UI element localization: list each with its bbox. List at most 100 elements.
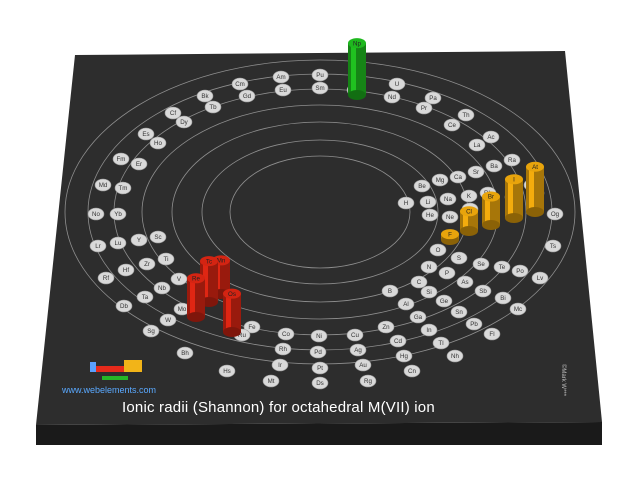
element-label: B — [388, 288, 392, 295]
element-label: Lu — [115, 240, 122, 247]
element-label: Y — [137, 237, 141, 244]
element-ball-po: Po — [511, 264, 529, 278]
element-ball-fl: Fl — [483, 327, 501, 341]
element-ball-ti: Ti — [157, 252, 175, 266]
bar-at: At — [526, 161, 544, 217]
element-label: Mc — [514, 306, 522, 313]
element-ball-au: Au — [354, 358, 372, 372]
element-ball-bi: Bi — [494, 291, 512, 305]
element-ball-yb: Yb — [109, 207, 127, 221]
element-ball-tb: Tb — [204, 100, 222, 114]
element-label: Se — [477, 261, 485, 268]
element-ball-p: P — [438, 266, 456, 280]
element-ball-pa: Pa — [424, 91, 442, 105]
element-ball-ho: Ho — [149, 136, 167, 150]
element-ball-bk: Bk — [196, 89, 214, 103]
element-label: Hg — [400, 353, 408, 360]
bar-label: I — [513, 177, 515, 184]
element-label: K — [467, 193, 472, 200]
element-label: Ti — [164, 256, 169, 263]
element-label: Ga — [414, 314, 423, 321]
element-ball-be: Be — [413, 179, 431, 193]
element-ball-ds: Ds — [311, 376, 329, 390]
element-label: He — [426, 212, 434, 219]
element-label: Sr — [473, 169, 479, 176]
element-label: No — [92, 211, 100, 218]
bar-f: F — [441, 229, 459, 245]
element-ball-dy: Dy — [175, 115, 193, 129]
element-label: Am — [276, 74, 285, 81]
element-ball-al: Al — [397, 297, 415, 311]
element-ball-cd: Cd — [389, 334, 407, 348]
element-ball-gd: Gd — [238, 89, 256, 103]
element-label: Bi — [500, 295, 506, 302]
element-ball-c: C — [410, 275, 428, 289]
element-ball-in: In — [420, 323, 438, 337]
element-ball-tm: Tm — [114, 181, 132, 195]
element-label: Tl — [438, 340, 443, 347]
website-link[interactable]: www.webelements.com — [62, 385, 157, 395]
element-ball-ir: Ir — [271, 358, 289, 372]
element-ball-pt: Pt — [311, 361, 329, 375]
element-label: Og — [551, 211, 560, 218]
element-ball-he: He — [421, 208, 439, 222]
element-ball-s: S — [450, 251, 468, 265]
element-ball-pd: Pd — [309, 345, 327, 359]
element-ball-am: Am — [272, 70, 290, 84]
element-label: Es — [142, 131, 149, 138]
element-label: Ac — [487, 134, 494, 141]
element-label: Gd — [243, 93, 252, 100]
orbit-ring — [201, 139, 439, 285]
element-label: Mg — [436, 177, 445, 184]
element-ball-zn: Zn — [377, 320, 395, 334]
element-label: Db — [120, 303, 128, 310]
bar-label: Mn — [217, 258, 226, 265]
element-ball-fe: Fe — [243, 320, 261, 334]
element-ball-n: N — [420, 260, 438, 274]
element-ball-ba: Ba — [485, 159, 503, 173]
element-label: Rh — [279, 346, 287, 353]
bar-br: Br — [482, 191, 500, 230]
element-label: Eu — [279, 87, 287, 94]
bar-i: I — [505, 174, 523, 223]
element-label: In — [426, 327, 432, 334]
bar-label: At — [532, 164, 538, 171]
element-label: Fe — [248, 324, 256, 331]
bar-label: Os — [228, 291, 236, 298]
element-ball-ce: Ce — [443, 118, 461, 132]
element-ball-nh: Nh — [446, 349, 464, 363]
element-label: Zr — [144, 261, 150, 268]
element-ball-h: H — [397, 196, 415, 210]
element-label: S — [457, 255, 461, 262]
element-ball-eu: Eu — [274, 83, 292, 97]
element-ball-nb: Nb — [153, 281, 171, 295]
element-ball-cm: Cm — [231, 77, 249, 91]
bar-label: Cl — [466, 208, 472, 215]
element-label: H — [404, 200, 408, 207]
element-label: Si — [426, 289, 432, 296]
element-label: Mt — [268, 378, 275, 385]
element-label: Cu — [351, 332, 359, 339]
element-ball-cf: Cf — [164, 106, 182, 120]
element-ball-o: O — [429, 243, 447, 257]
element-ball-sr: Sr — [467, 165, 485, 179]
element-label: Cd — [394, 338, 402, 345]
element-ball-pr: Pr — [415, 101, 433, 115]
element-label: Lv — [537, 275, 544, 282]
element-label: Ag — [354, 347, 362, 354]
element-label: Sg — [147, 328, 155, 335]
copyright-text: ©Mark W*** — [560, 364, 566, 397]
element-ball-hg: Hg — [395, 349, 413, 363]
element-label: Nb — [158, 285, 166, 292]
bar-label: Np — [353, 40, 361, 47]
element-ball-ag: Ag — [349, 343, 367, 357]
element-ball-no: No — [87, 207, 105, 221]
logo-block-p — [124, 360, 142, 372]
element-ball-md: Md — [94, 178, 112, 192]
element-ball-lr: Lr — [89, 239, 107, 253]
element-ball-pb: Pb — [465, 317, 483, 331]
element-ball-rg: Rg — [359, 374, 377, 388]
logo-block-d — [96, 366, 124, 372]
element-label: U — [395, 81, 399, 88]
